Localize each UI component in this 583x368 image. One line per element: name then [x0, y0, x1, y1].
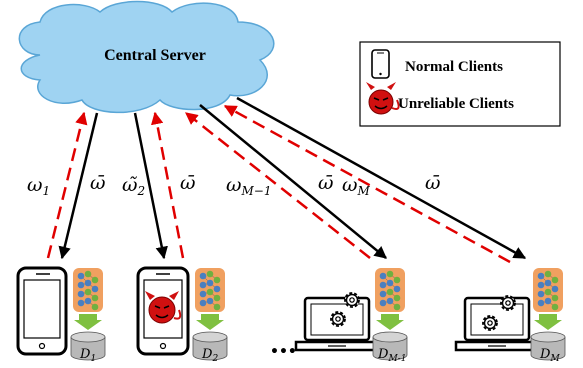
upload-arrow-2 — [150, 111, 185, 259]
legend-normal-clients: Normal Clients — [405, 59, 503, 75]
devil-icon — [145, 291, 182, 324]
label-wM1: ωM−1 — [226, 174, 271, 198]
dataset-label-m: DM — [539, 347, 560, 364]
upload-arrow-1 — [46, 111, 88, 259]
update-arrow-icon — [196, 314, 224, 330]
upload-arrow-m — [223, 104, 511, 264]
neural-network-icon — [72, 267, 104, 313]
label-wM: ωM — [342, 174, 371, 198]
download-arrow-1 — [58, 112, 99, 260]
dataset-label-2: D2 — [201, 347, 218, 364]
ellipsis: ••• — [270, 344, 297, 360]
dataset-label-m1: DM-1 — [377, 347, 406, 364]
label-wbar-1: ω̄ — [90, 172, 106, 194]
weight-labels: ω1 ω̄ ω̃2 ω̄ ωM−1 ω̄ ωM ω̄ — [27, 172, 441, 198]
legend: Normal Clients Unreliable Clients — [359, 41, 561, 127]
download-arrow-2 — [133, 112, 168, 260]
client-m-arrows — [223, 96, 527, 264]
smartphone-icon — [16, 266, 68, 356]
legend-unreliable-clients: Unreliable Clients — [398, 96, 514, 112]
label-wbar-3: ω̄ — [318, 172, 334, 194]
label-w2-tilde: ω̃2 — [122, 174, 145, 198]
update-arrow-icon — [534, 314, 562, 330]
smartphone-icon — [371, 49, 390, 79]
client-1-arrows — [46, 111, 99, 260]
download-arrow-m — [236, 96, 527, 260]
client-1: D1 — [16, 266, 106, 364]
client-2: D2 — [136, 266, 228, 364]
gear-icon — [344, 292, 360, 308]
update-arrow-icon — [376, 314, 404, 330]
devil-icon — [366, 82, 400, 115]
label-w1: ω1 — [27, 174, 50, 198]
gear-icon — [482, 315, 498, 331]
label-wbar-4: ω̄ — [425, 172, 441, 194]
legend-box — [359, 41, 561, 127]
central-server-cloud: Central Server — [18, 0, 275, 114]
download-arrow-m1 — [199, 104, 387, 259]
dataset-label-1: D1 — [79, 347, 96, 364]
client-m1-arrows — [185, 104, 387, 259]
update-arrow-icon — [74, 314, 102, 330]
neural-network-icon — [374, 267, 406, 313]
gear-icon — [500, 295, 516, 311]
neural-network-icon — [532, 267, 564, 313]
gear-icon — [330, 311, 346, 327]
client-m: DM — [454, 267, 566, 364]
client-m1: DM-1 — [294, 267, 408, 364]
label-wbar-2: ω̄ — [180, 172, 196, 194]
client-2-arrows — [133, 111, 185, 260]
central-server-label: Central Server — [104, 47, 206, 64]
neural-network-icon — [194, 267, 226, 313]
